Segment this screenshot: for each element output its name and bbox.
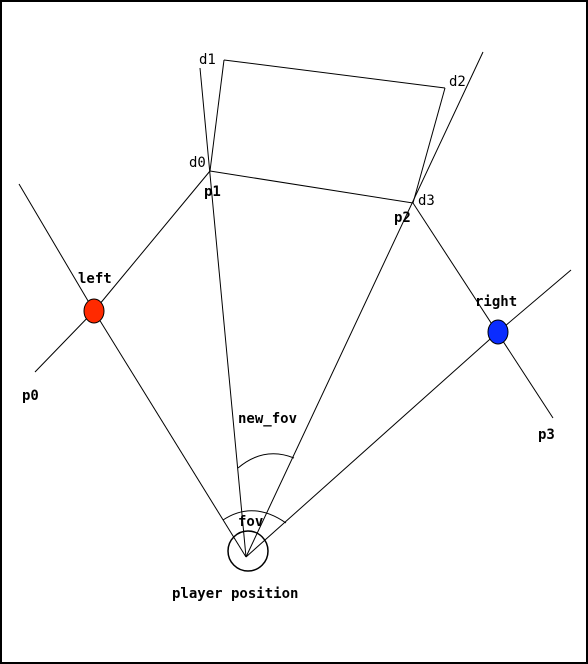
new-fov-arc xyxy=(237,453,295,469)
right-line-upper xyxy=(497,269,572,333)
label-fov: fov xyxy=(238,514,263,530)
label-p1: p1 xyxy=(204,184,221,200)
label-p3: p3 xyxy=(538,427,555,443)
ray-right xyxy=(245,331,499,558)
left-marker xyxy=(83,298,105,324)
label-player-position: player position xyxy=(172,586,298,602)
ray-p1 xyxy=(199,67,247,558)
label-d0: d0 xyxy=(189,155,206,171)
label-new-fov: new_fov xyxy=(238,411,297,427)
player-position-circle xyxy=(227,530,269,572)
fov-arc xyxy=(222,510,287,524)
label-left: left xyxy=(78,271,112,287)
edge-d2-d3 xyxy=(412,87,446,204)
left-to-d0-line xyxy=(93,170,211,312)
label-d1: d1 xyxy=(199,52,216,68)
left-to-p0-line xyxy=(34,310,95,373)
label-p0: p0 xyxy=(22,388,39,404)
label-right: right xyxy=(475,294,517,310)
d3-to-p3-line xyxy=(412,202,554,419)
edge-d1-d2 xyxy=(223,59,446,89)
label-d3: d3 xyxy=(418,193,435,209)
label-d2: d2 xyxy=(449,74,466,90)
label-p2: p2 xyxy=(394,210,411,226)
ray-p2 xyxy=(245,51,484,558)
left-line-upper xyxy=(18,183,95,312)
right-marker xyxy=(487,319,509,345)
edge-d0-d1 xyxy=(209,59,225,172)
edge-d0-d3 xyxy=(209,170,414,204)
ray-left xyxy=(93,310,247,558)
